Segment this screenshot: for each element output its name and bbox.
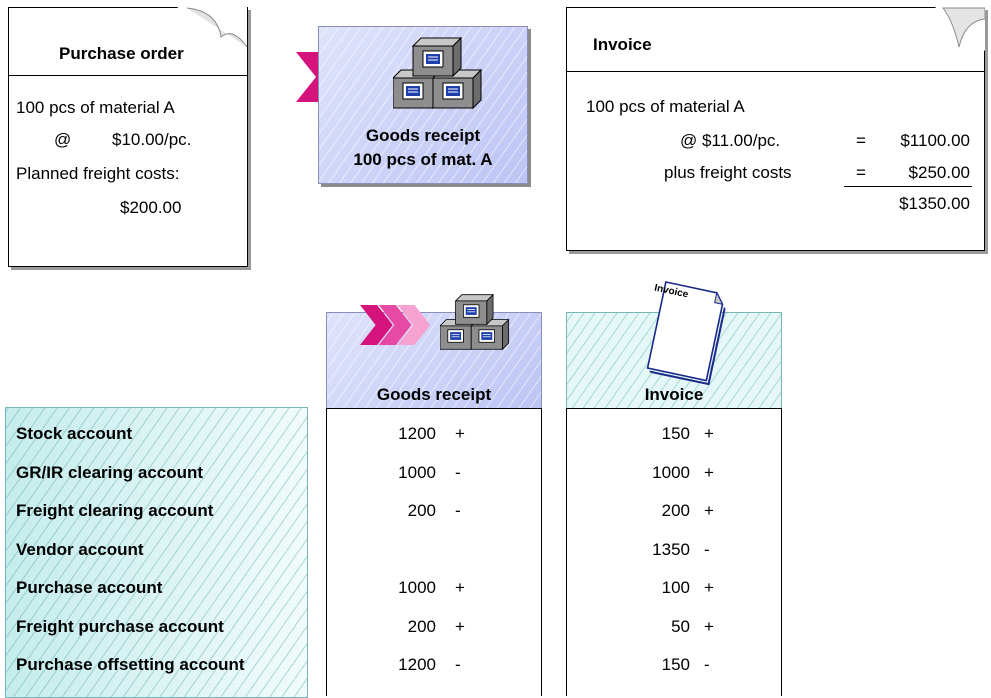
invoice-sign: - xyxy=(704,540,710,559)
goods-receipt-subtitle: 100 pcs of mat. A xyxy=(353,150,493,169)
invoice-sign: + xyxy=(704,424,714,443)
goods-receipt-sign: - xyxy=(455,655,461,674)
account-label: Vendor account xyxy=(16,540,144,559)
invoice-equals-1: = xyxy=(856,131,866,150)
invoice-sign: + xyxy=(704,617,714,636)
invoice-value: 50 xyxy=(671,617,690,636)
goods-receipt-value: 1200 xyxy=(398,655,436,674)
goods-receipt-sign: + xyxy=(455,424,465,443)
invoice-equals-2: = xyxy=(856,163,866,182)
goods-receipt-sign: + xyxy=(455,578,465,597)
purchase-order-document: Purchase order 100 pcs of material A @ $… xyxy=(8,7,248,267)
invoice-amount-1: $1100.00 xyxy=(900,131,970,150)
account-label: GR/IR clearing account xyxy=(16,463,204,482)
invoice-sign: + xyxy=(704,578,714,597)
invoice-value: 150 xyxy=(661,655,690,674)
account-label: Stock account xyxy=(16,424,133,443)
account-label: Freight purchase account xyxy=(16,617,224,636)
goods-receipt-sign: - xyxy=(455,501,461,520)
purchase-order-quantity: 100 pcs of material A xyxy=(16,98,175,117)
arrow-chevrons-icon xyxy=(360,305,431,345)
purchase-order-freight-value: $200.00 xyxy=(120,198,182,217)
purchase-order-price: $10.00/pc. xyxy=(112,130,192,149)
invoice-sign: + xyxy=(704,463,714,482)
invoice-value: 150 xyxy=(661,424,690,443)
goods-stack-icon xyxy=(393,37,482,109)
account-label: Freight clearing account xyxy=(16,501,214,520)
invoice-freight-label: plus freight costs xyxy=(664,163,792,182)
purchase-order-at: @ xyxy=(54,130,72,149)
goods-receipt-value: 1000 xyxy=(398,578,436,597)
invoice-title: Invoice xyxy=(593,35,652,54)
invoice-divider xyxy=(567,71,984,72)
invoice-total: $1350.00 xyxy=(899,194,970,213)
invoice-sign: + xyxy=(704,501,714,520)
goods-receipt-value: 1200 xyxy=(398,424,436,443)
invoice-document-icon xyxy=(646,281,726,386)
account-label: Purchase offsetting account xyxy=(16,655,245,674)
page-curl-icon xyxy=(935,7,985,51)
invoice-value: 100 xyxy=(661,578,690,597)
goods-receipt-value: 200 xyxy=(407,617,436,636)
goods-receipt-column-title: Goods receipt xyxy=(376,385,492,404)
goods-receipt-sign: - xyxy=(455,463,461,482)
invoice-amount-2: $250.00 xyxy=(908,163,970,182)
invoice-value: 1000 xyxy=(652,463,690,482)
invoice-header-rule xyxy=(566,408,782,409)
goods-stack-icon xyxy=(440,294,510,350)
invoice-quantity: 100 pcs of material A xyxy=(586,97,745,116)
invoice-sign: - xyxy=(704,655,710,674)
goods-receipt-value: 1000 xyxy=(398,463,436,482)
invoice-value: 200 xyxy=(661,501,690,520)
invoice-value: 1350 xyxy=(652,540,690,559)
goods-receipt-value: 200 xyxy=(407,501,436,520)
purchase-order-freight-label: Planned freight costs: xyxy=(16,164,180,183)
invoice-column-title: Invoice xyxy=(644,385,704,404)
goods-receipt-values-column xyxy=(326,408,542,696)
goods-receipt-title: Goods receipt xyxy=(365,126,481,145)
account-label: Purchase account xyxy=(16,578,163,597)
page-curl-icon xyxy=(177,7,247,51)
invoice-sum-line xyxy=(844,186,972,187)
invoice-price: @ $11.00/pc. xyxy=(680,131,781,150)
invoice-document: Invoice 100 pcs of material A @ $11.00/p… xyxy=(566,7,985,251)
purchase-order-divider xyxy=(9,75,247,76)
goods-receipt-sign: + xyxy=(455,617,465,636)
purchase-order-title: Purchase order xyxy=(59,44,184,63)
invoice-values-column xyxy=(566,408,782,696)
goods-receipt-header-rule xyxy=(326,408,542,409)
account-label-column xyxy=(5,407,308,698)
